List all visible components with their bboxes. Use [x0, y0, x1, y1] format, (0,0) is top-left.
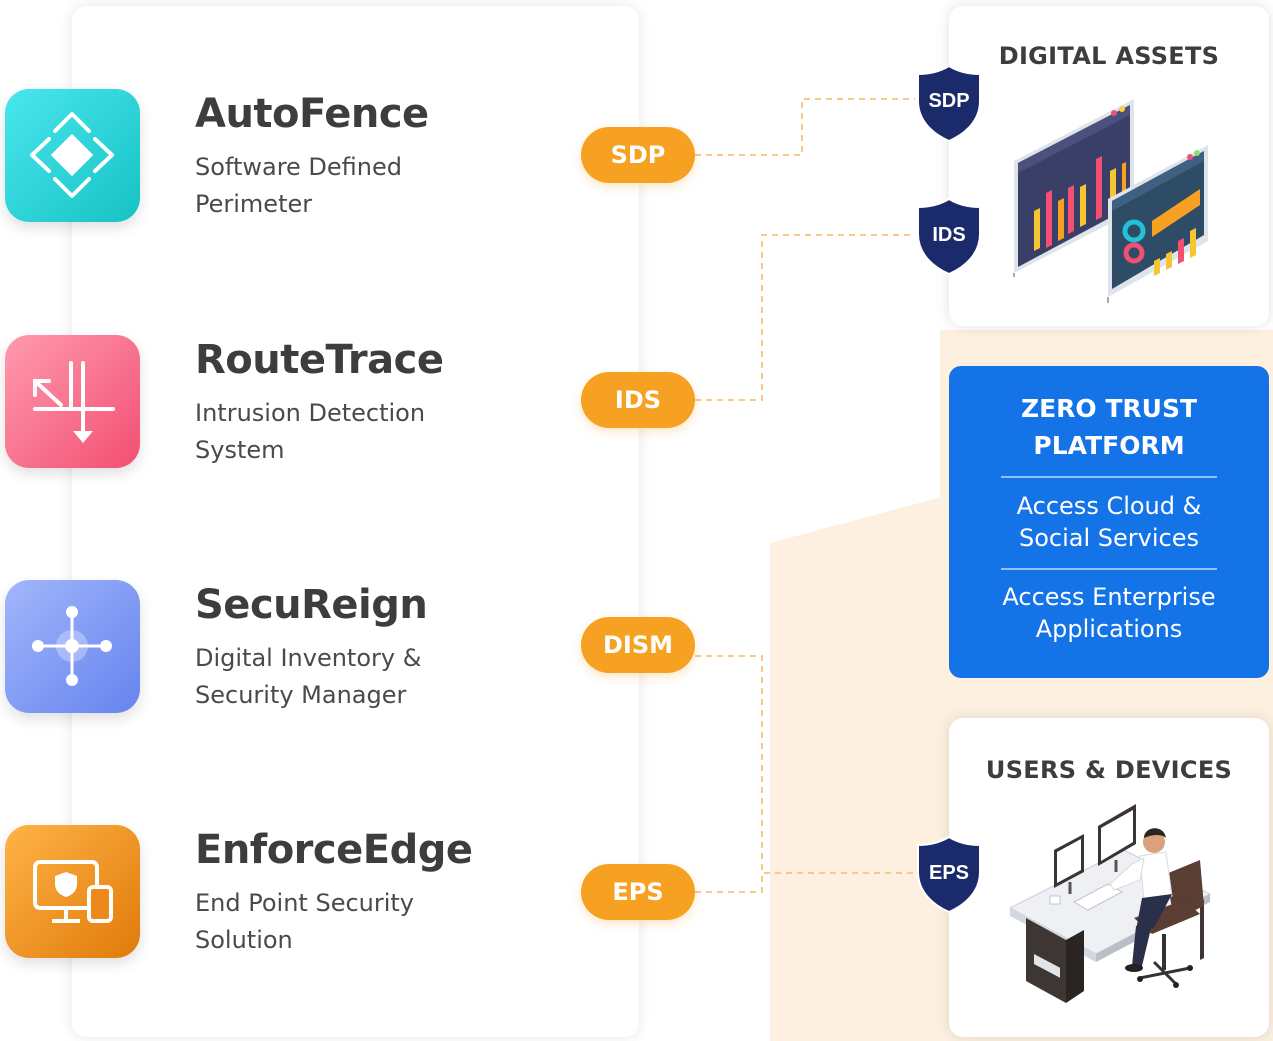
- shield-ids-icon: IDS: [917, 197, 981, 276]
- card-title: USERS & DEVICES: [985, 756, 1233, 784]
- autofence-tile: [5, 89, 140, 222]
- product-name: RouteTrace: [195, 337, 444, 383]
- product-name: EnforceEdge: [195, 827, 473, 873]
- connector-dism: [695, 655, 763, 873]
- digital-assets-card: DIGITAL ASSETS: [949, 6, 1269, 326]
- product-name: SecuReign: [195, 582, 428, 628]
- connector-ids: [695, 234, 915, 401]
- badge-dism: DISM: [581, 617, 695, 673]
- shield-label: IDS: [932, 224, 965, 246]
- zero-trust-platform-card: ZERO TRUST PLATFORM Access Cloud & Socia…: [949, 366, 1269, 678]
- monitor-shield-icon: [33, 860, 113, 923]
- connector-eps: [695, 872, 915, 893]
- product-name: AutoFence: [195, 91, 429, 137]
- routetrace-tile: [5, 335, 140, 468]
- diamond-arrows-icon: [30, 112, 114, 198]
- product-description: Intrusion Detection System: [195, 399, 426, 464]
- products-panel: [72, 6, 639, 1037]
- product-description: Digital Inventory & Security Manager: [195, 644, 422, 709]
- product-description: End Point Security Solution: [195, 889, 415, 954]
- shield-sdp-icon: SDP: [917, 64, 981, 143]
- zero-trust-title: ZERO TRUST PLATFORM: [1020, 394, 1198, 460]
- zero-trust-item: Access Enterprise Applications: [1002, 583, 1216, 643]
- dashboard-screens-illustration: [1013, 99, 1208, 303]
- divider: [1001, 568, 1217, 570]
- shield-label: EPS: [929, 862, 969, 884]
- badge-ids: IDS: [581, 372, 695, 428]
- network-nodes-icon: [32, 606, 112, 686]
- secureign-tile: [5, 580, 140, 713]
- card-title: DIGITAL ASSETS: [998, 42, 1220, 70]
- badge-eps: EPS: [581, 864, 695, 920]
- zero-trust-item: Access Cloud & Social Services: [1016, 492, 1202, 552]
- product-description: Software Defined Perimeter: [195, 153, 402, 218]
- shield-label: SDP: [928, 90, 969, 112]
- enforceedge-tile: [5, 825, 140, 958]
- shield-eps-icon: EPS: [917, 835, 981, 914]
- user-at-workstation-illustration: [1008, 804, 1212, 1003]
- route-arrows-icon: [33, 361, 115, 443]
- users-devices-card: USERS & DEVICES: [949, 718, 1269, 1037]
- connector-sdp: [695, 98, 915, 156]
- badge-sdp: SDP: [581, 127, 695, 183]
- divider: [1001, 476, 1217, 478]
